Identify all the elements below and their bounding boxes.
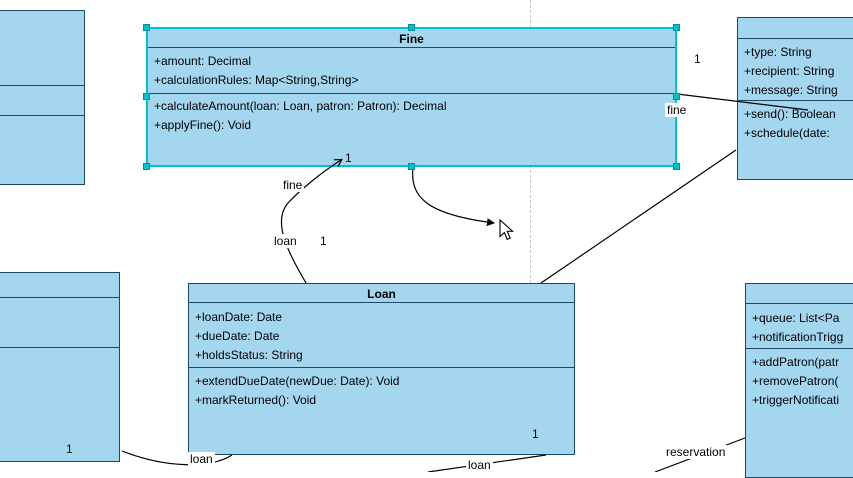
role-label-fine-notification[interactable]: fine (665, 103, 689, 117)
class-title (746, 284, 853, 304)
resize-handle-top-middle[interactable] (408, 24, 415, 31)
methods-section: +calculateAmount(loan: Loan, patron: Pat… (148, 94, 675, 135)
multiplicity-label[interactable]: 1 (694, 52, 701, 66)
title-section (0, 273, 119, 298)
methods-section: +addPatron(patr +removePatron( +triggerN… (746, 349, 853, 410)
edge-fine-dangling[interactable] (412, 166, 495, 227)
attributes-section: +loanDate: Date +dueDate: Date +holdsSta… (189, 303, 574, 368)
attribute: +amount: Decimal (154, 54, 252, 68)
method: +extendDueDate(newDue: Date): Void (195, 374, 400, 388)
attribute: +recipient: String (744, 64, 835, 78)
method: +calculateAmount(loan: Loan, patron: Pat… (154, 99, 447, 113)
title-section (0, 11, 84, 86)
role-label-reservation[interactable]: reservation (664, 445, 728, 459)
methods-section: +send(): Boolean +schedule(date: (738, 101, 853, 143)
resize-handle-bottom-right[interactable] (673, 163, 680, 170)
class-box-notification[interactable]: +type: String +recipient: String +messag… (737, 17, 853, 180)
multiplicity-label[interactable]: 1 (532, 427, 539, 441)
attribute: +holdsStatus: String (195, 348, 303, 362)
attributes-section (0, 298, 119, 348)
attribute: +type: String (744, 45, 812, 59)
method: +addPatron(patr (752, 355, 840, 369)
class-title: Loan (189, 284, 574, 303)
class-box-reservation-queue[interactable]: +queue: List<Pa +notificationTrigg +addP… (745, 283, 853, 478)
resize-handle-bottom-middle[interactable] (408, 163, 415, 170)
resize-handle-top-left[interactable] (143, 24, 150, 31)
method: +removePatron( (752, 374, 839, 388)
method: +triggerNotificati (752, 393, 840, 407)
method: +schedule(date: (744, 126, 830, 140)
class-box-partial-top-left[interactable] (0, 10, 85, 185)
class-box-fine[interactable]: Fine +amount: Decimal +calculationRules:… (146, 27, 677, 167)
multiplicity-label[interactable]: 1 (66, 442, 73, 456)
attribute: +loanDate: Date (195, 310, 283, 324)
attribute: +notificationTrigg (752, 330, 844, 344)
class-box-partial-bottom-left[interactable] (0, 272, 120, 462)
role-label-fine[interactable]: fine (281, 178, 305, 192)
class-box-loan[interactable]: Loan +loanDate: Date +dueDate: Date +hol… (188, 283, 575, 455)
resize-handle-middle-left[interactable] (143, 93, 150, 100)
resize-handle-middle-right[interactable] (673, 93, 680, 100)
multiplicity-label[interactable]: 1 (320, 234, 327, 248)
attributes-section: +amount: Decimal +calculationRules: Map<… (148, 48, 675, 94)
multiplicity-label[interactable]: 1 (345, 151, 352, 165)
attribute: +dueDate: Date (195, 329, 280, 343)
attributes-section: +type: String +recipient: String +messag… (738, 39, 853, 101)
resize-handle-top-right[interactable] (673, 24, 680, 31)
role-label-loan[interactable]: loan (272, 234, 299, 248)
attribute: +message: String (744, 83, 838, 97)
methods-section: +extendDueDate(newDue: Date): Void +mark… (189, 368, 574, 410)
method: +markReturned(): Void (195, 393, 317, 407)
attributes-section: +queue: List<Pa +notificationTrigg (746, 304, 853, 349)
role-label-loan-bottom-left[interactable]: loan (188, 452, 215, 466)
attribute: +queue: List<Pa (752, 311, 840, 325)
mouse-cursor-icon (499, 219, 514, 241)
edge-loan-notification[interactable] (540, 149, 737, 284)
role-label-loan-bottom-center[interactable]: loan (466, 458, 493, 472)
class-title (738, 18, 853, 39)
attributes-section (0, 86, 84, 116)
method: +send(): Boolean (744, 107, 836, 121)
method: +applyFine(): Void (154, 118, 252, 132)
resize-handle-bottom-left[interactable] (143, 163, 150, 170)
attribute: +calculationRules: Map<String,String> (154, 73, 359, 87)
class-title: Fine (148, 29, 675, 48)
